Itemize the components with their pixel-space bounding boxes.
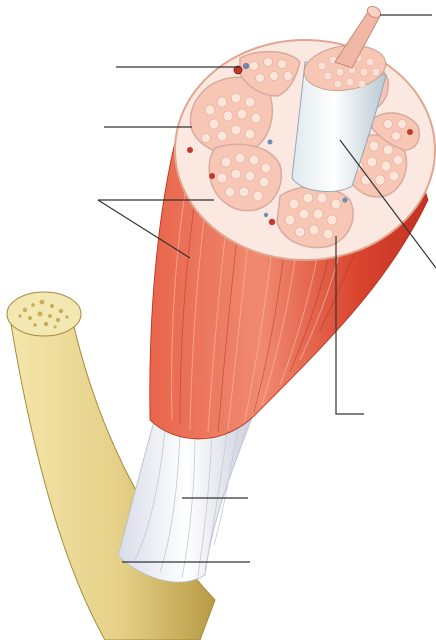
bone-cross-section (7, 292, 81, 336)
